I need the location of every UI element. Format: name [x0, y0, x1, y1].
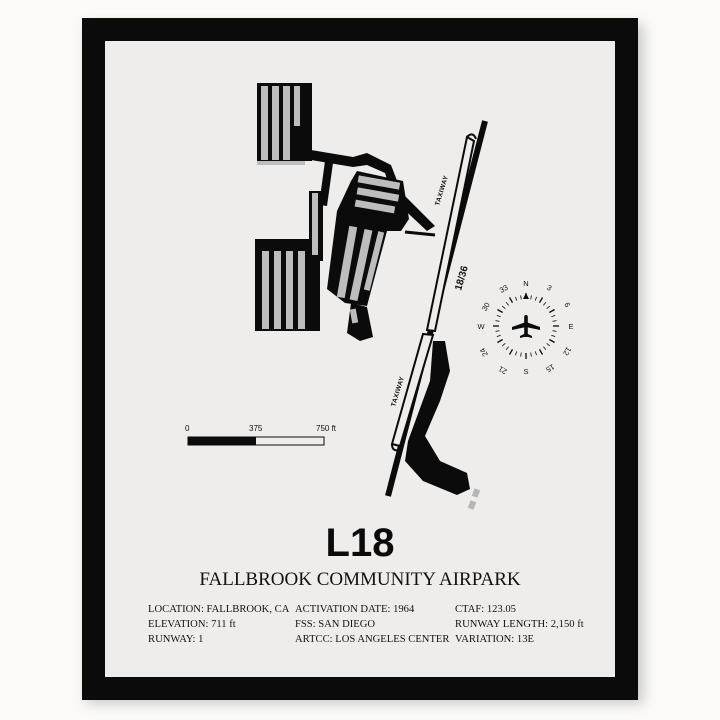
info-artcc: ARTCC: LOS ANGELES CENTER: [295, 634, 450, 645]
compass-15: 15: [544, 362, 556, 374]
airport-code: L18: [325, 521, 395, 565]
central-hangar-stripe: [356, 187, 400, 202]
compass-tick: [534, 351, 537, 356]
scale-tick-end: 750 ft: [316, 424, 337, 433]
compass-tick: [505, 301, 509, 306]
info-ctaf: CTAF: 123.05: [455, 604, 516, 615]
info-activation-date: ACTIVATION DATE: 1964: [295, 604, 415, 615]
compass-tick: [520, 352, 522, 357]
central-south-stripe: [349, 308, 359, 324]
taxiway-turn-north: [466, 133, 477, 140]
info-fss: FSS: SAN DIEGO: [295, 619, 376, 630]
info-variation: VARIATION: 13E: [455, 634, 534, 645]
compass-tick: [520, 295, 522, 300]
nw-hangar-stripe: [294, 86, 300, 126]
info-elevation: ELEVATION: 711 ft: [148, 619, 236, 630]
compass-w: W: [477, 322, 485, 331]
compass-tick: [496, 334, 501, 337]
scale-tick-mid: 375: [249, 424, 263, 433]
north-arrow-icon: [523, 293, 529, 299]
central-hangar-stripe: [363, 231, 385, 291]
compass-tick: [534, 296, 537, 301]
info-runway-length: RUNWAY LENGTH: 2,150 ft: [455, 619, 584, 630]
central-south-pad: [347, 303, 373, 341]
sw-hangar-stripe: [262, 251, 269, 329]
connector-stub: [404, 230, 436, 237]
compass-tick: [515, 351, 518, 356]
compass-33: 33: [498, 283, 510, 295]
info-location: LOCATION: FALLBROOK, CA: [148, 604, 290, 615]
compass-tick: [497, 308, 503, 314]
compass-tick: [495, 330, 500, 332]
airport-diagram: TAXIWAY TAXIWAY 18/36 0 375 750 ft N S E…: [185, 83, 574, 510]
sw-hangar-link-stripe: [312, 193, 318, 255]
compass-21: 21: [497, 364, 509, 376]
parallel-taxiway-north: [425, 135, 476, 333]
nw-hangar-stripe: [283, 86, 290, 160]
central-hangar-stripe: [357, 175, 401, 190]
sw-hangar-stripe: [286, 251, 293, 329]
compass-ticks: [493, 293, 559, 359]
compass-tick: [546, 343, 551, 347]
south-building-2: [467, 500, 477, 510]
compass-tick: [552, 330, 557, 332]
nw-hangar-stripe: [272, 86, 279, 160]
airport-name: FALLBROOK COMMUNITY AIRPARK: [199, 569, 521, 590]
compass-tick: [508, 349, 514, 355]
compass-tick: [538, 349, 544, 355]
compass-tick: [501, 343, 506, 347]
south-apron: [405, 341, 470, 495]
compass-tick: [551, 334, 556, 337]
central-hangar-stripe: [354, 199, 396, 214]
poster: TAXIWAY TAXIWAY 18/36 0 375 750 ft N S E…: [105, 41, 615, 677]
sw-hangar-stripe: [274, 251, 281, 329]
runway-label: 18/36: [453, 264, 471, 292]
compass-rose: N S E W 3 6 12 15 21 24 30 33: [477, 279, 573, 376]
compass-tick: [549, 338, 555, 344]
compass-6: 6: [562, 301, 572, 309]
compass-tick: [508, 297, 514, 303]
compass-tick: [546, 305, 551, 309]
compass-tick: [505, 346, 509, 351]
compass-tick: [501, 305, 506, 309]
south-building-1: [471, 488, 481, 498]
nw-hangar-stripe: [261, 86, 268, 160]
scale-tick-0: 0: [185, 424, 190, 433]
compass-tick: [530, 352, 532, 357]
info-column-1: LOCATION: FALLBROOK, CA ELEVATION: 711 f…: [148, 602, 289, 647]
airplane-icon: [512, 315, 540, 338]
compass-tick: [495, 320, 500, 322]
compass-30: 30: [480, 301, 492, 313]
compass-3: 3: [545, 283, 553, 293]
scale-bar-filled: [188, 437, 256, 445]
taxiway-turn-south: [391, 443, 402, 452]
compass-12: 12: [561, 345, 573, 357]
compass-tick: [497, 338, 503, 344]
compass-tick: [552, 320, 557, 322]
compass-24: 24: [478, 346, 490, 358]
compass-tick: [549, 308, 555, 314]
compass-tick: [551, 315, 556, 318]
compass-tick: [515, 296, 518, 301]
compass-tick: [538, 297, 544, 303]
scale-bar: 0 375 750 ft: [185, 424, 337, 446]
compass-s: S: [523, 367, 528, 376]
compass-tick: [543, 301, 547, 306]
info-column-3: CTAF: 123.05 RUNWAY LENGTH: 2,150 ft VAR…: [455, 602, 584, 647]
central-hangar-stripe: [336, 225, 358, 299]
north-access-road: [305, 149, 401, 197]
compass-tick: [496, 315, 501, 318]
compass-tick: [530, 295, 532, 300]
compass-e: E: [568, 322, 573, 331]
taxiway-label-north: TAXIWAY: [434, 174, 450, 206]
sw-hangar-stripe: [298, 251, 305, 329]
central-hangar-stripe: [349, 228, 373, 302]
info-column-2: ACTIVATION DATE: 1964 FSS: SAN DIEGO ART…: [295, 602, 449, 647]
compass-n: N: [523, 279, 528, 288]
info-runway: RUNWAY: 1: [148, 634, 204, 645]
compass-tick: [543, 346, 547, 351]
parallel-taxiway-south: [390, 332, 435, 448]
nw-hangar-edge: [257, 161, 305, 165]
